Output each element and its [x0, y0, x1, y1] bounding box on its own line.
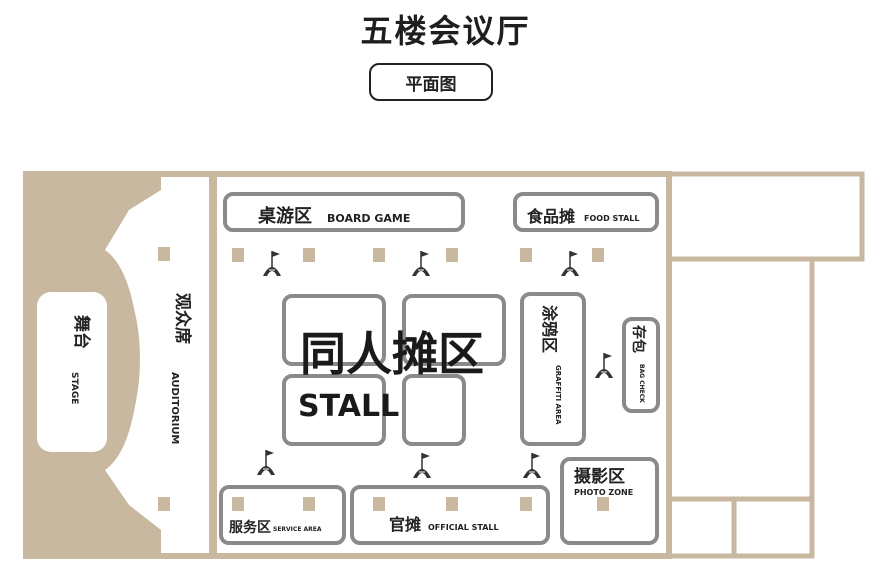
bag-check-label-zh: 存包	[630, 325, 647, 353]
marker-square	[597, 497, 609, 511]
right-room-mid	[666, 256, 815, 502]
service-area-label-zh: 服务区	[229, 519, 271, 536]
marker-square	[373, 497, 385, 511]
marker-square	[520, 248, 532, 262]
stall-tent-icon[interactable]	[522, 452, 542, 479]
bag-check-label-en: BAG CHECK	[638, 364, 645, 403]
graffiti-zone[interactable]	[520, 292, 586, 446]
food-stall-label-zh: 食品摊	[526, 207, 575, 226]
stage-label-en: STAGE	[69, 372, 79, 404]
stall-tent-icon[interactable]	[262, 250, 282, 277]
auditorium-label-en: AUDITORIUM	[169, 372, 180, 444]
marker-square	[158, 497, 170, 511]
stage-curve	[98, 255, 140, 465]
marker-square	[592, 248, 604, 262]
page-title: 五楼会议厅	[360, 12, 531, 50]
marker-square	[373, 248, 385, 262]
official-stall-label-en: OFFICIAL STALL	[428, 523, 499, 532]
marker-square	[232, 248, 244, 262]
marker-square	[232, 497, 244, 511]
stall-tent-icon[interactable]	[411, 250, 431, 277]
marker-square	[303, 248, 315, 262]
graffiti-label-en: GRAFFITI AREA	[554, 365, 562, 425]
stall-area-label-en: STALL	[298, 389, 399, 424]
board-game-label-en: BOARD GAME	[327, 212, 410, 225]
marker-square	[158, 247, 170, 261]
photo-zone-label-en: PHOTO ZONE	[574, 488, 633, 497]
stall-tent-icon[interactable]	[412, 452, 432, 479]
photo-zone-label-zh: 摄影区	[574, 466, 625, 487]
board-game-label-zh: 桌游区	[257, 205, 312, 227]
stall-tent-icon[interactable]	[560, 250, 580, 277]
board-game-zone[interactable]	[223, 192, 465, 232]
bag-check-zone[interactable]	[622, 317, 660, 413]
stall-block[interactable]	[402, 294, 506, 366]
marker-square	[446, 248, 458, 262]
right-room-top	[666, 171, 865, 262]
official-stall-zone[interactable]	[350, 485, 550, 545]
service-area-zone[interactable]	[219, 485, 346, 545]
stage-label-zh: 舞台	[71, 315, 92, 349]
graffiti-label-zh: 涂鸦区	[540, 305, 559, 353]
stall-area-label-zh: 同人摊区	[300, 327, 484, 381]
auditorium-label-zh: 观众席	[172, 292, 193, 344]
photo-zone[interactable]	[560, 457, 659, 545]
stall-block[interactable]	[282, 294, 386, 366]
right-room-bottom-left	[666, 496, 737, 559]
stall-tent-icon[interactable]	[256, 449, 276, 476]
stage-inner	[37, 292, 107, 452]
official-stall-label-zh: 官摊	[389, 515, 421, 534]
floor-plan-button-label: 平面图	[405, 74, 457, 95]
marker-square	[446, 497, 458, 511]
food-stall-zone[interactable]	[513, 192, 659, 232]
stage-divider-wall	[209, 174, 217, 556]
food-stall-label-en: FOOD STALL	[584, 214, 639, 223]
stall-block[interactable]	[402, 374, 466, 446]
service-area-label-en: SERVICE AREA	[273, 526, 322, 533]
stall-block[interactable]	[282, 374, 386, 446]
stall-tent-icon[interactable]	[594, 352, 614, 379]
marker-square	[520, 497, 532, 511]
right-room-bottom-right	[731, 496, 815, 559]
marker-square	[303, 497, 315, 511]
floor-plan-button[interactable]: 平面图	[369, 63, 493, 101]
